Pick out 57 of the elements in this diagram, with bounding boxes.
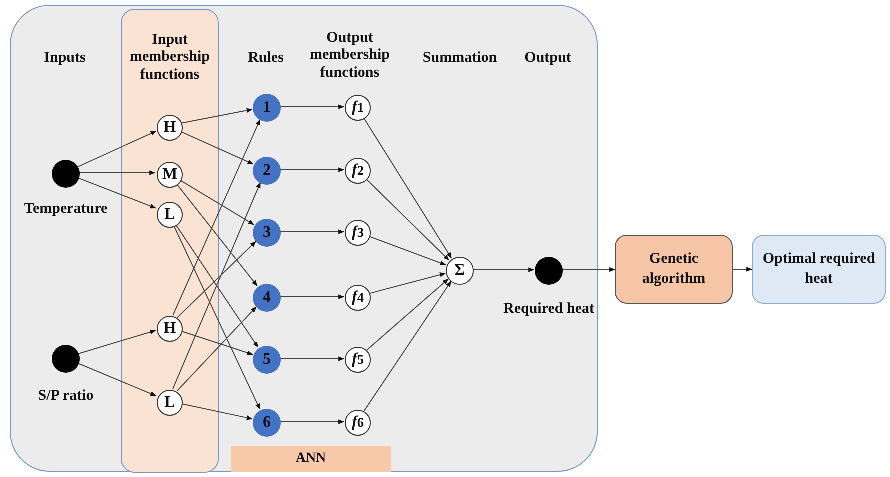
neuron-circle: L (157, 390, 183, 416)
arrow (280, 168, 345, 172)
column-heading: Inputs (43, 50, 87, 68)
arrow (366, 178, 450, 261)
arrow (732, 267, 753, 272)
arrow (78, 330, 156, 354)
membership-band (121, 9, 219, 473)
circle-node (535, 257, 563, 285)
process-box: Genetic algorithm (615, 235, 733, 304)
arrow (366, 278, 449, 351)
arrow (363, 118, 452, 259)
arrow (172, 182, 262, 390)
arrow (78, 170, 156, 176)
column-heading: Output (524, 50, 572, 68)
arrow (280, 356, 345, 362)
circle-node (52, 160, 80, 188)
node-caption: S/P ratio (37, 388, 95, 406)
neuron-circle: Σ (446, 257, 474, 285)
arrow (369, 272, 446, 294)
rule-circle: 2 (253, 157, 281, 185)
neuron-circle: M (157, 162, 183, 188)
arrow (368, 236, 446, 266)
neuron-circle: H (157, 316, 183, 342)
arrow (280, 230, 345, 234)
neuron-circle: L (157, 202, 183, 228)
arrow (562, 267, 616, 272)
arrow (78, 178, 156, 209)
arrow (180, 108, 253, 124)
arrow (180, 403, 253, 420)
arrow (172, 119, 261, 316)
rule-circle: 5 (253, 346, 281, 374)
arrow (472, 268, 535, 272)
node-caption: Temperature (23, 201, 109, 218)
rule-circle: 6 (253, 409, 281, 437)
column-heading: Summation (422, 50, 498, 68)
result-box: Optimal required heat (752, 235, 886, 304)
rule-circle: 3 (253, 219, 281, 247)
arrow (176, 182, 258, 287)
rule-circle: 4 (253, 284, 281, 312)
arrow (176, 241, 256, 318)
column-heading: Output membership functions (309, 30, 391, 82)
label-bar: ANN (231, 446, 391, 472)
circle-node (52, 345, 80, 373)
arrow (77, 130, 157, 168)
column-heading: Rules (247, 50, 285, 68)
arrow (280, 420, 345, 424)
arrow (77, 362, 157, 396)
band-title: Input membership functions (129, 32, 211, 84)
arrow (364, 281, 452, 412)
arrow (280, 104, 345, 110)
panel-background (10, 5, 598, 472)
arrow (280, 294, 345, 300)
neuron-circle: H (157, 115, 183, 141)
node-caption: Required heat (502, 301, 596, 318)
arrow (178, 179, 255, 226)
rule-circle: 1 (253, 94, 281, 122)
arrow (176, 306, 257, 392)
